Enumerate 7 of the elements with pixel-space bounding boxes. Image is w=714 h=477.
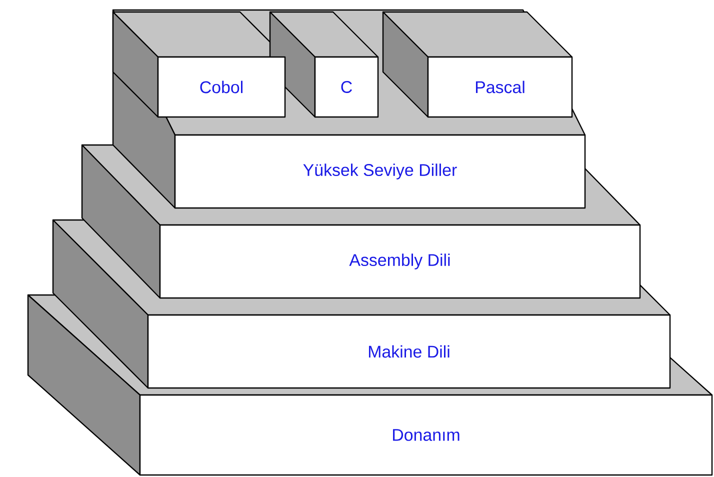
- layer-box: Makine Dili: [147, 314, 671, 389]
- layer-box: Pascal: [427, 56, 573, 118]
- layer-box: Assembly Dili: [159, 224, 641, 299]
- layer-box: Donanım: [139, 394, 713, 476]
- layer-box: C: [314, 56, 379, 118]
- layer-box: Yüksek Seviye Diller: [174, 134, 586, 209]
- layer-box: Cobol: [157, 56, 286, 118]
